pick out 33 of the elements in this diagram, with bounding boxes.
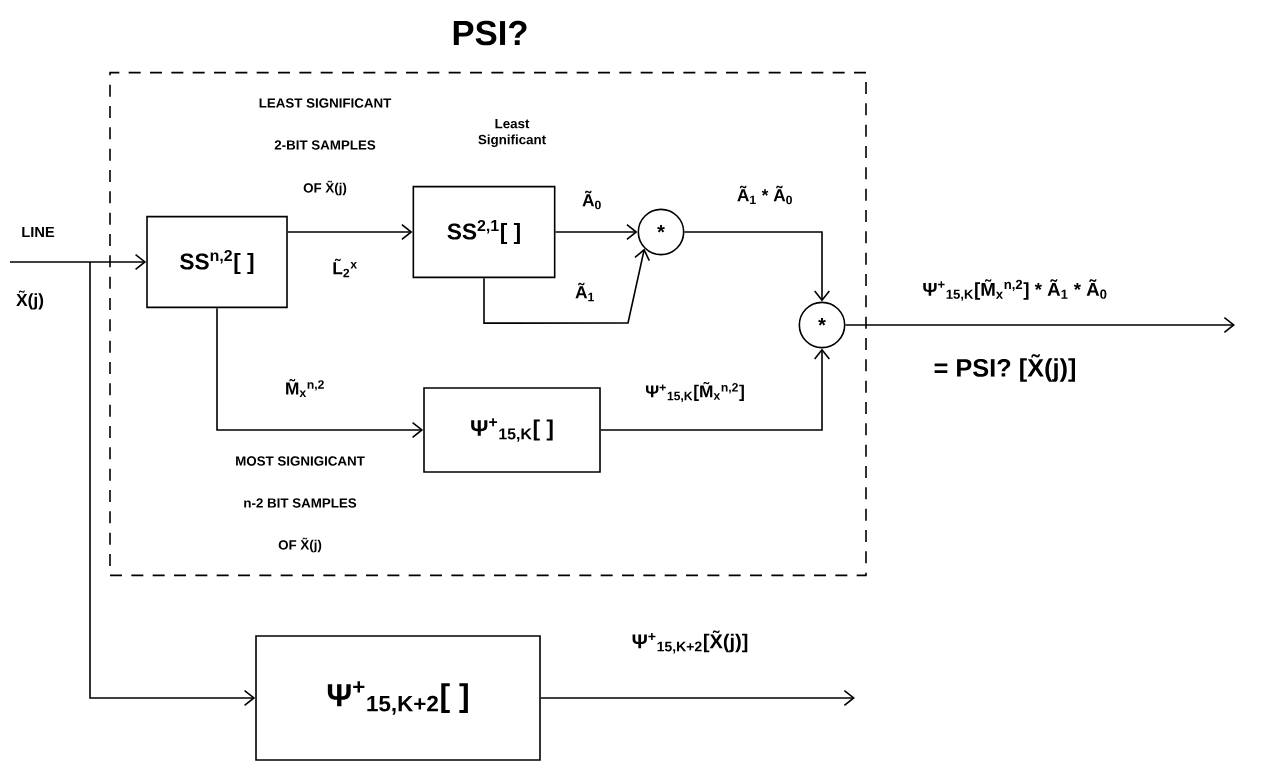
annotation: LINE: [22, 226, 55, 238]
annotation: LEAST SIGNIFICANT: [259, 98, 392, 108]
arrow: [554, 223, 638, 241]
annotation: X̃(j): [16, 290, 44, 310]
annotation: MOST SIGNIGICANT: [236, 456, 365, 466]
arrow: [540, 689, 855, 707]
arrow: [600, 348, 831, 431]
arrow: [683, 231, 831, 302]
arrow: [9, 253, 147, 271]
process-box: SS$^{2,1}$[ ]: [412, 185, 556, 279]
arrow: [287, 223, 413, 241]
arrow: [216, 307, 424, 439]
edge-label: Ã$_{1}$: [573, 281, 597, 303]
arrow: [844, 316, 1235, 334]
edge-label: Ã$_{0}$: [580, 189, 604, 211]
process-box: Ψ$^{+}$$_{15,K+2}$[ ]: [255, 635, 541, 761]
process-box: SS$^{n,2}$[ ]: [146, 215, 288, 309]
edge-label: Ã$_{1}$ * Ã$_{0}$: [735, 184, 795, 206]
annotation: Least Significant: [478, 119, 546, 147]
edge-label: Ψ$^{+}$$_{15,K+2}$[X̃(j)]: [630, 629, 750, 655]
edge-label: M̃$_{x}$n,2: [283, 377, 327, 399]
annotation: 2-BIT SAMPLES: [274, 140, 376, 150]
annotation: OF X̃(j): [278, 537, 322, 553]
edge-label: Ψ$^{+}$$_{15,K}$[M̃$_{x}$$^{n,2}$]: [643, 380, 747, 404]
edge-label: L̃$_{2}$x: [330, 257, 360, 279]
arrow: [483, 248, 651, 324]
annotation: OF X̃(j): [303, 180, 347, 196]
frame-title: PSI?: [453, 20, 527, 46]
arrow: [89, 261, 256, 707]
annotation: = PSI? [X̃(j)]: [934, 354, 1075, 382]
annotation: n-2 BIT SAMPLES: [244, 498, 357, 508]
process-box: Ψ$^{+}$$_{15,K}$[ ]: [423, 387, 601, 473]
edge-label: Ψ$^{+}$$_{15,K}$[M̃$_{x}$$^{n,2}$] * Ã$_{1}$ * Ã$_{0}$: [921, 277, 1109, 303]
